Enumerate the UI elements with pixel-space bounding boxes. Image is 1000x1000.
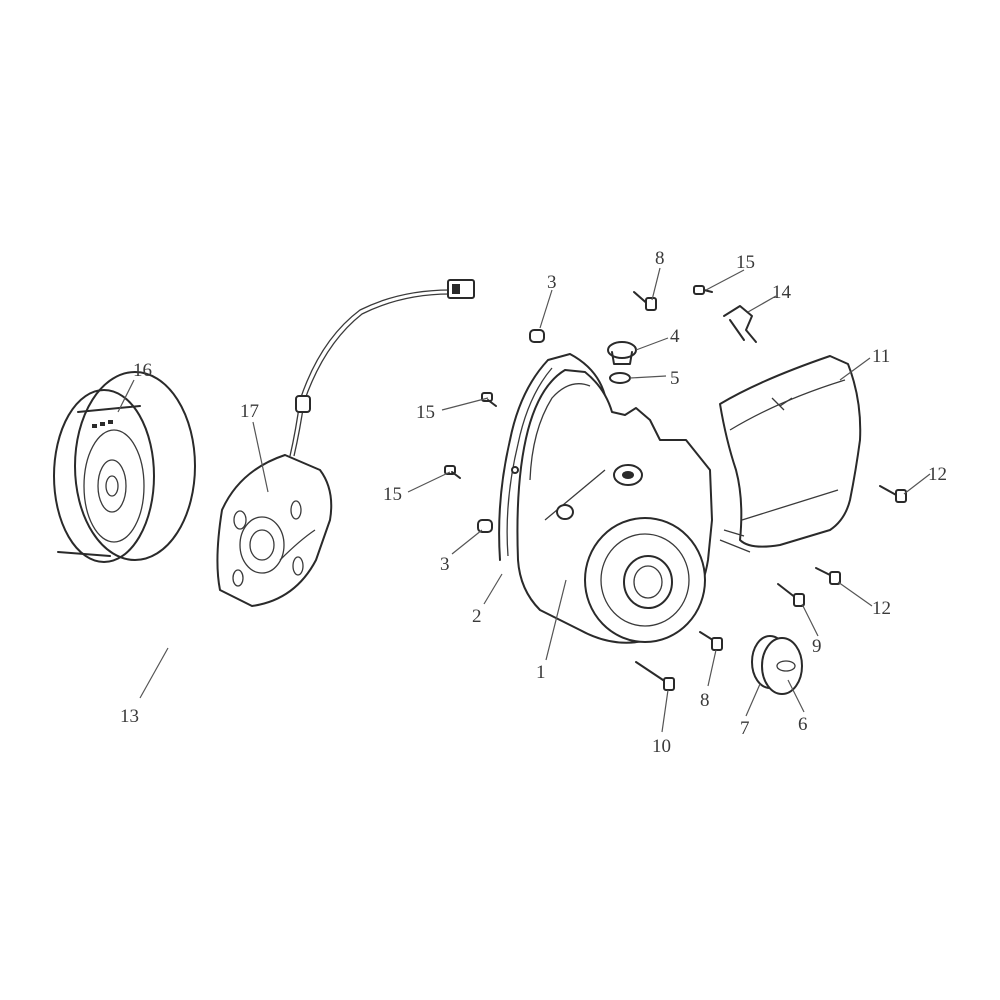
bolts [444, 285, 907, 691]
callout-1: 1 [536, 662, 546, 683]
part-4-5-cap-oring [607, 341, 637, 384]
callout-10: 10 [652, 736, 671, 757]
callout-11: 11 [872, 346, 890, 367]
callout-13: 13 [120, 706, 139, 727]
part-11-shroud [719, 355, 862, 553]
callout-6: 6 [798, 714, 808, 735]
leader-lines [117, 267, 931, 733]
callout-15-top: 15 [736, 252, 755, 273]
callout-2: 2 [472, 606, 482, 627]
callout-7: 7 [740, 718, 750, 739]
part-2-gasket [498, 353, 607, 561]
callout-8-top: 8 [655, 248, 665, 269]
callout-3-top: 3 [547, 272, 557, 293]
callout-16: 16 [133, 360, 152, 381]
callout-labels: 16 17 13 3 8 15 14 4 5 11 15 15 3 2 1 12… [120, 248, 947, 757]
part-3-dowels [477, 329, 545, 533]
callout-15-low: 15 [383, 484, 402, 505]
callout-14: 14 [772, 282, 792, 303]
part-1-side-cover [511, 369, 713, 644]
callout-9: 9 [812, 636, 822, 657]
callout-15-mid: 15 [416, 402, 435, 423]
callout-12-upper: 12 [928, 464, 947, 485]
callout-4: 4 [670, 326, 680, 347]
callout-5: 5 [670, 368, 680, 389]
callout-12-lower: 12 [872, 598, 891, 619]
callout-8-low: 8 [700, 690, 710, 711]
callout-3-low: 3 [440, 554, 450, 575]
part-17-stator [216, 279, 475, 607]
part-16-flywheel [53, 371, 196, 563]
part-6-7-plug [751, 635, 803, 695]
callout-17: 17 [240, 401, 259, 422]
